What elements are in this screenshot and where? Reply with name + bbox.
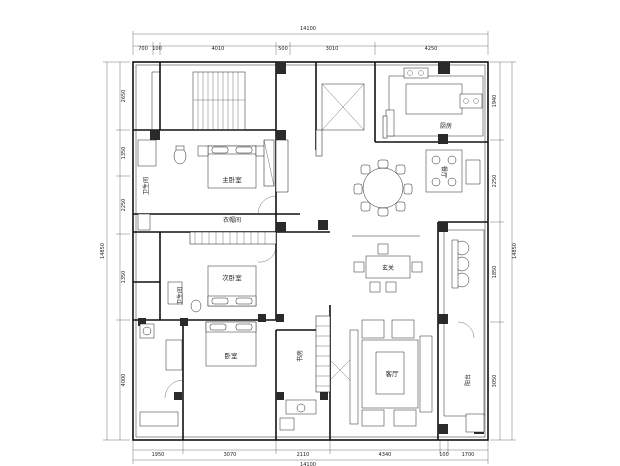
kitchen: 厨房 [382,67,484,139]
wardrobe-strip: 衣帽间 [189,216,277,245]
dim-right-seg-1: 1940 [492,95,498,108]
dim-bottom-seg-5: 100 [439,452,449,458]
bedroom-c-label: 卧室 [225,351,239,360]
bath-b-label: 卫生间 [176,287,184,305]
living-label: 客厅 [386,369,400,378]
bath-a-label: 卫生间 [142,177,150,195]
entry-label: 玄关 [382,264,394,272]
kitchen-label: 厨房 [440,122,452,130]
dining-area: 餐厅 [352,149,481,237]
outer-walls [132,61,489,441]
dim-top-seg-1: 700 [138,46,148,52]
living-room: 客厅 [329,319,433,427]
dim-top-seg-4: 500 [278,46,288,52]
closet-label: 衣帽间 [223,216,241,224]
elevator-shaft [315,83,365,157]
balcony: 阳台 [443,229,485,433]
bedroom-b-label: 次卧室 [222,273,242,282]
dim-top-seg-2: 100 [152,46,162,52]
dim-bottom-seg-2: 3070 [224,452,237,458]
dim-top-seg-5: 3010 [326,46,339,52]
dim-right-seg-2: 2250 [492,175,498,188]
bedroom-b: 次卧室 卫生间 [167,245,277,313]
tea-area: 玄关 [353,243,423,293]
dim-left-seg-3: 2250 [121,199,127,212]
dining-label: 餐厅 [440,166,448,178]
bedroom-a-label: 主卧室 [222,175,242,184]
right-dimensions: 1940 2250 1850 3050 14850 [490,61,518,441]
dim-right-seg-3: 1850 [492,266,498,279]
bedroom-c: 卧室 [139,321,257,427]
dim-bottom-seg-3: 2110 [297,452,310,458]
dim-bottom-seg-6: 1700 [462,452,475,458]
dim-top-seg-6: 4250 [425,46,438,52]
interior-walls [133,62,488,440]
top-dimensions: 14100 700 100 4010 500 3010 4250 [132,26,489,55]
dim-bottom-total: 14100 [300,462,316,466]
dim-bottom-seg-1: 1950 [152,452,165,458]
dim-top-total: 14100 [300,26,316,32]
dim-bottom-seg-4: 4340 [379,452,392,458]
dim-left-seg-5: 4000 [121,374,127,387]
staircase [151,71,246,131]
dim-left-seg-4: 1350 [121,271,127,284]
balcony-label: 阳台 [464,374,472,386]
study-label: 书房 [296,350,304,362]
bottom-dimensions: 1950 3070 2110 4340 100 1700 14100 [132,440,489,466]
dim-top-seg-3: 4010 [212,46,225,52]
dim-right-total: 14850 [512,243,518,259]
left-dimensions: 14850 2650 1350 2250 1350 4000 [100,61,130,441]
study: 书房 [279,315,331,431]
dim-left-total: 14850 [100,243,106,259]
bedroom-a: 主卧室 [197,139,289,215]
dim-right-seg-4: 3050 [492,375,498,388]
dim-left-seg-1: 2650 [121,90,127,103]
dim-left-seg-2: 1350 [121,147,127,160]
bath-a: 卫生间 [137,139,187,231]
